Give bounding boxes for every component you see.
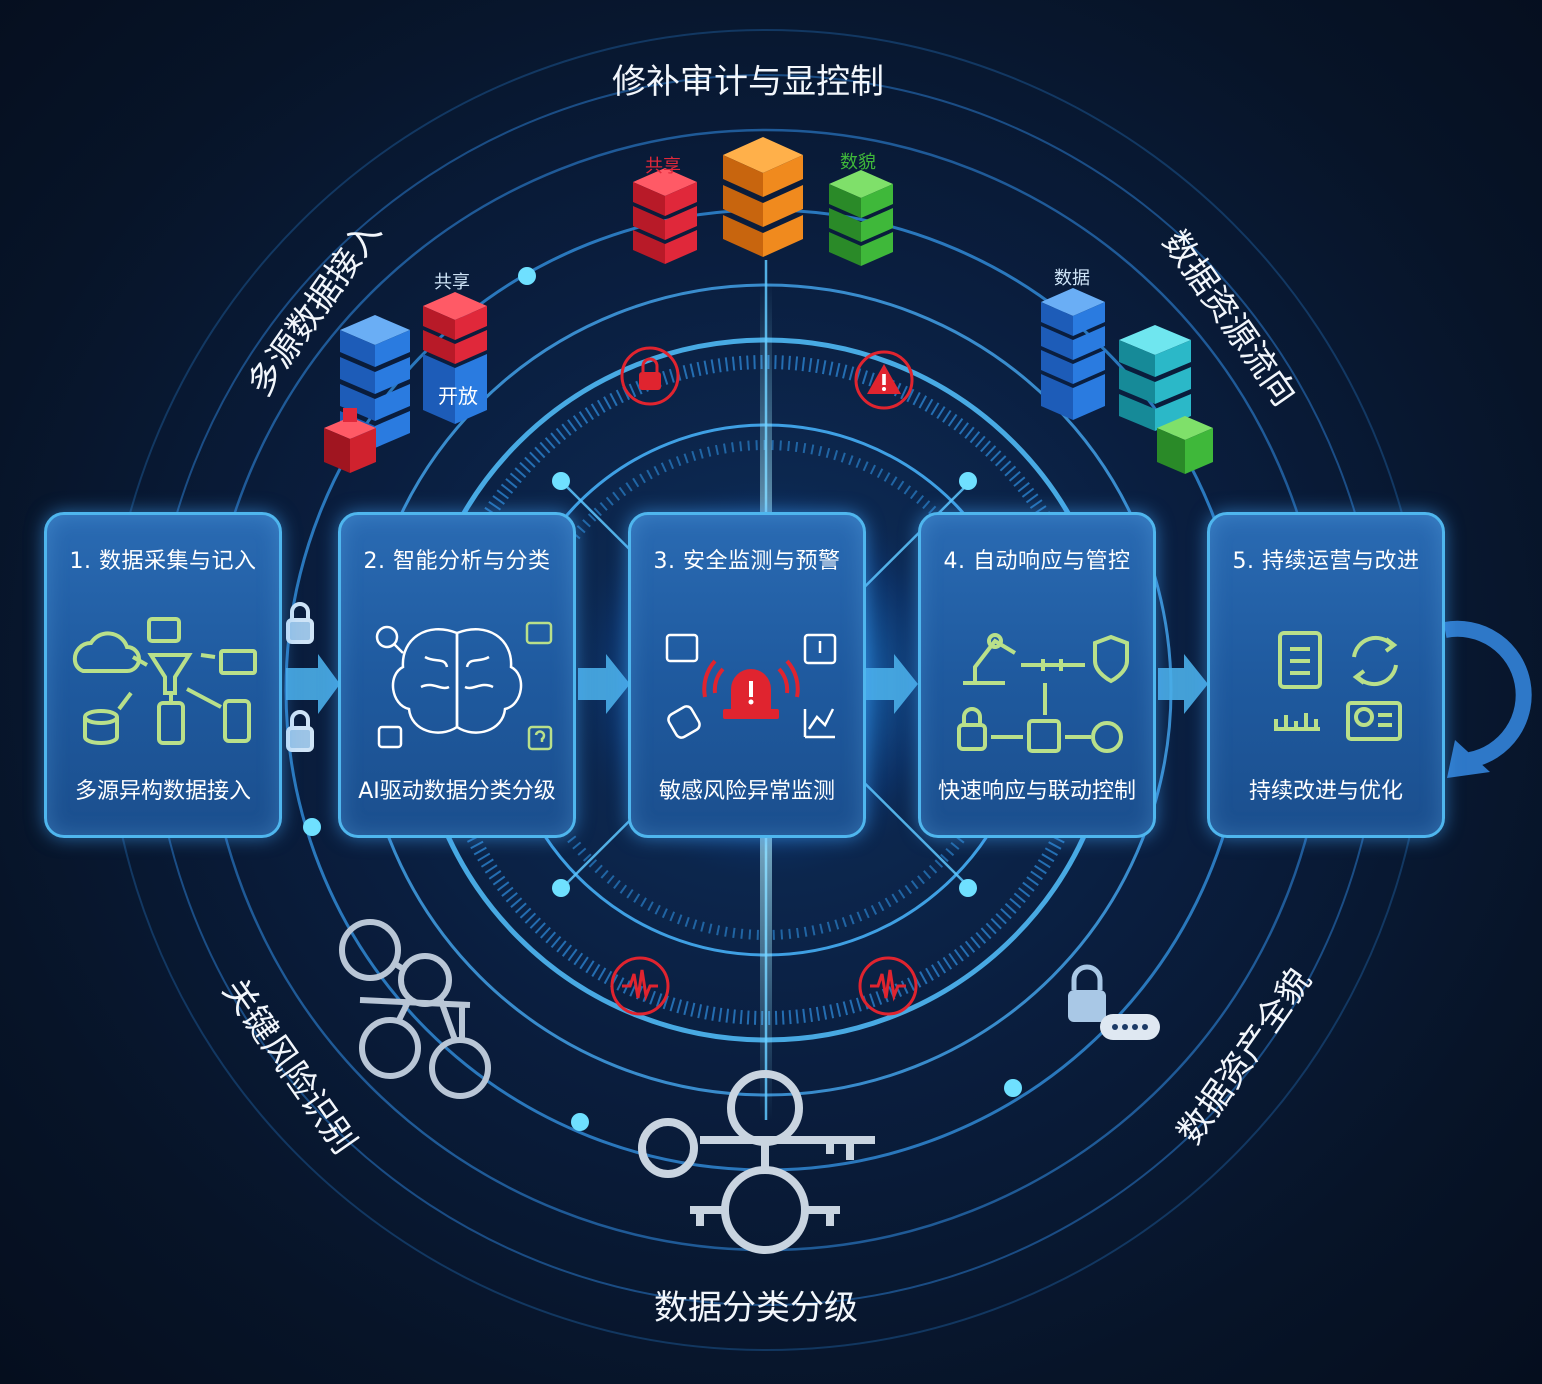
waveform-alert-icon xyxy=(858,956,918,1016)
stack-label-data-top: 数貌 xyxy=(840,152,876,173)
collection-icons xyxy=(72,617,257,745)
stack-label-share-left: 共享 xyxy=(434,272,470,293)
step-card-respond[interactable]: 4. 自动响应与管控 快速响应与联动控制 xyxy=(918,512,1156,838)
database-icon xyxy=(83,709,119,725)
ring-label-top: 修补审计与显控制 xyxy=(612,62,884,102)
robot-arm-icon xyxy=(963,638,1017,685)
stack-label-share-top: 共享 xyxy=(645,156,681,177)
step-title: 2. 智能分析与分类 xyxy=(363,549,551,574)
brain-icon xyxy=(375,621,553,751)
laptop-icon xyxy=(219,649,257,675)
red-data-stack xyxy=(633,168,697,264)
orange-data-stack xyxy=(723,137,803,257)
ruler-icon xyxy=(1274,713,1320,731)
control-icons xyxy=(957,633,1129,753)
red-open-data-stack xyxy=(423,292,487,424)
blue-data-stack xyxy=(1041,288,1105,420)
flow-arrows xyxy=(286,654,1208,714)
document-icon xyxy=(665,633,699,663)
tablet-icon xyxy=(223,699,251,743)
step-title: 3. 安全监测与预警 xyxy=(653,549,841,574)
question-icon xyxy=(527,725,553,751)
step-subtitle: 持续改进与优化 xyxy=(1248,779,1403,804)
lock-icon xyxy=(957,723,987,751)
search-icon xyxy=(375,625,399,649)
step-subtitle: AI驱动数据分类分级 xyxy=(358,779,556,804)
lock-chat-icon xyxy=(1068,964,1160,1040)
refresh-icon xyxy=(1352,635,1398,687)
bandage-icon xyxy=(667,705,701,739)
step-subtitle: 敏感风险异常监测 xyxy=(658,779,835,804)
cloud-icon xyxy=(72,631,141,673)
alert-folder-icon xyxy=(803,633,837,665)
lock-icon xyxy=(377,725,403,749)
screen-search-icon xyxy=(1346,701,1402,741)
ring-dots xyxy=(303,267,1022,1131)
phone-icon xyxy=(157,701,185,745)
green-data-stack xyxy=(829,170,893,266)
network-nodes-icon xyxy=(339,919,491,1099)
funnel-icon xyxy=(147,653,193,695)
improvement-icons xyxy=(1274,631,1402,741)
chart-icon xyxy=(803,708,835,739)
step-card-monitor[interactable]: 3. 安全监测与预警 敏感风险异常监测 xyxy=(628,512,866,838)
folder-icon xyxy=(525,621,553,645)
waveform-alert-icon xyxy=(610,956,670,1016)
cyan-data-stack xyxy=(1119,325,1191,431)
clipboard-icon xyxy=(1278,631,1322,689)
loop-arrow-icon xyxy=(1443,620,1532,778)
green-data-cube xyxy=(1157,416,1213,474)
stack-label-data-right: 数据 xyxy=(1054,268,1090,289)
warning-triangle-icon xyxy=(854,350,914,410)
step-card-analyze[interactable]: 2. 智能分析与分类 AI驱动数据分类分级 xyxy=(338,512,576,838)
step-card-collect[interactable]: 1. 数据采集与记入 多源异构数据接入 xyxy=(44,512,282,838)
step-title: 1. 数据采集与记入 xyxy=(69,549,257,574)
ring-label-bottom: 数据分类分级 xyxy=(654,1288,858,1328)
timer-icon xyxy=(1091,721,1123,753)
step-subtitle: 快速响应与联动控制 xyxy=(937,779,1136,804)
key-icon xyxy=(638,1070,875,1254)
folder-icon xyxy=(147,617,181,643)
lock-alert-icon xyxy=(620,346,680,406)
step-card-improve[interactable]: 5. 持续运营与改进 持续改进与优化 xyxy=(1207,512,1445,838)
step-title: 5. 持续运营与改进 xyxy=(1232,549,1420,574)
lock-icon xyxy=(286,602,314,752)
sensitive-data-cube xyxy=(324,408,376,473)
shield-icon xyxy=(1093,634,1129,684)
step-subtitle: 多源异构数据接入 xyxy=(74,779,251,804)
alarm-icon xyxy=(665,633,837,739)
settings-box-icon xyxy=(1027,719,1061,753)
step-title: 4. 自动响应与管控 xyxy=(943,549,1131,574)
stack-label-open-left: 开放 xyxy=(438,384,478,408)
